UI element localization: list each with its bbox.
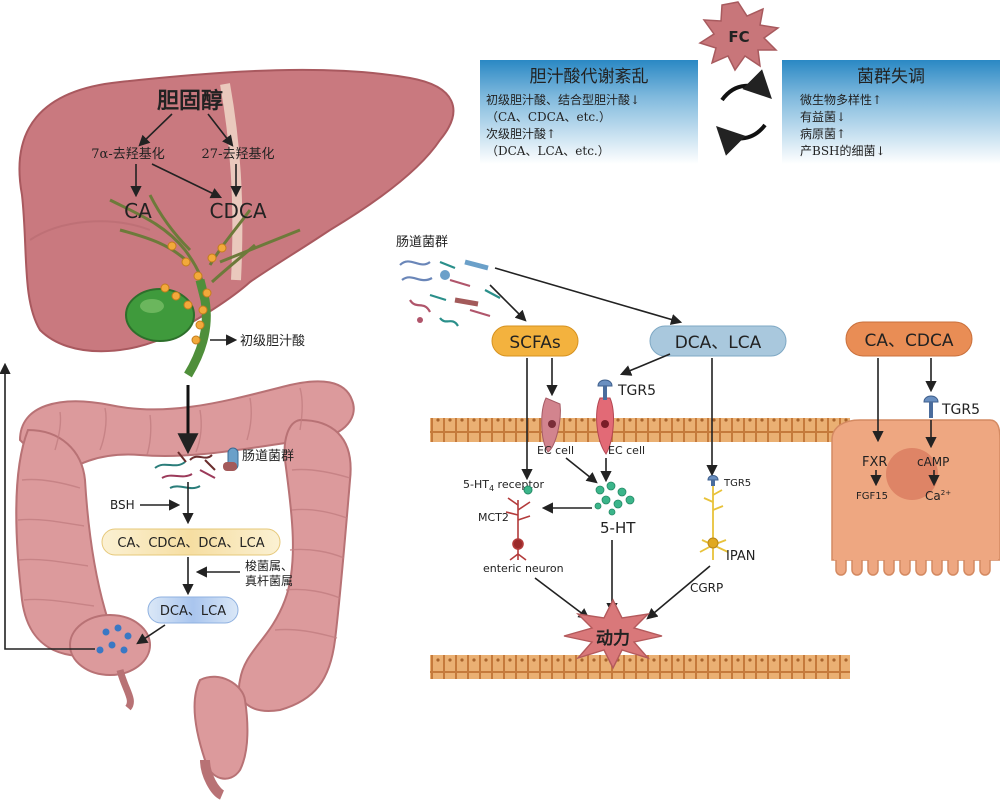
ipan-label: IPAN xyxy=(726,549,755,564)
cell-tgr5-label: TGR5 xyxy=(941,402,980,418)
serotonin-dots xyxy=(594,481,635,516)
tgr5-receptor-icon xyxy=(597,379,613,400)
dysbiosis-line-1: 微生物多样性↑ xyxy=(800,92,882,107)
bile-acid-line-1: 初级胆汁酸、结合型胆汁酸↓ xyxy=(486,92,640,107)
cycle-arrow-bottom xyxy=(716,123,767,156)
arrow-chol-to-7a xyxy=(138,113,173,147)
calcium-label: Ca2+ xyxy=(925,489,951,503)
motility-label: 动力 xyxy=(596,628,630,649)
tgr5-label: TGR5 xyxy=(617,383,656,399)
ca-cdca-label: CA、CDCA xyxy=(865,331,954,351)
motility-star: 动力 xyxy=(563,598,663,670)
epithelium-top xyxy=(430,418,850,442)
cell-tgr5-receptor-icon xyxy=(923,395,939,418)
arrow-7a-to-cdca xyxy=(151,163,223,199)
fxr-label: FXR xyxy=(862,455,887,470)
tgr5-small-label: TGR5 xyxy=(723,478,751,489)
enteric-neuron-label: enteric neuron xyxy=(483,562,564,575)
scfas-label: SCFAs xyxy=(509,333,561,353)
bile-acid-disorder-title: 胆汁酸代谢紊乱 xyxy=(530,67,649,87)
fc-label: FC xyxy=(728,28,749,46)
ipan-neuron xyxy=(699,475,729,560)
ec-cell-1-label: EC cell xyxy=(537,444,574,457)
arrow-to-cecum xyxy=(136,624,166,645)
dysbiosis-line-4: 产BSH的细菌↓ xyxy=(800,143,886,158)
camp-label: cAMP xyxy=(917,455,949,469)
primary-ba-pill-label: CA、CDCA、DCA、LCA xyxy=(117,536,264,551)
5ht4-receptor-icon xyxy=(523,485,533,495)
7a-dehydroxylation-label: 7α-去羟基化 xyxy=(91,147,164,162)
colon-microbiota-label: 肠道菌群 xyxy=(242,449,294,464)
cgrp-label: CGRP xyxy=(690,581,723,595)
bacteria-label-1: 梭菌属、 xyxy=(245,558,293,573)
ca-cdca-pill xyxy=(845,321,973,357)
dysbiosis-title: 菌群失调 xyxy=(857,67,925,87)
bile-acid-line-4: （DCA、LCA、etc.） xyxy=(486,144,610,158)
dysbiosis-box xyxy=(782,60,1000,164)
fgf15-label: FGF15 xyxy=(856,491,888,502)
mct2-label: MCT2 xyxy=(478,511,509,524)
dysbiosis-line-2: 有益菌↓ xyxy=(800,110,846,124)
bile-acid-line-2: （CA、CDCA、etc.） xyxy=(486,110,611,124)
arrow-microbiota-to-scfas xyxy=(489,284,527,322)
cholesterol-label: 胆固醇 xyxy=(157,88,223,114)
arrow-chol-to-27 xyxy=(207,113,234,147)
enteric-neuron xyxy=(505,497,531,561)
epithelium-bottom xyxy=(430,655,850,679)
bile-acid-dots xyxy=(160,241,227,345)
arrow-ec1-to-5ht xyxy=(565,457,598,484)
arrow-dca-to-tgr5 xyxy=(619,353,671,376)
ec-cell-2-label: EC cell xyxy=(608,444,645,457)
dca-lca-pill xyxy=(649,325,787,357)
arrow-ipan-to-motility xyxy=(646,565,711,620)
bacteria-label-2: 真杆菌属 xyxy=(245,574,293,588)
bsh-label: BSH xyxy=(110,498,135,512)
middle-microbiota-label: 肠道菌群 xyxy=(396,235,448,250)
dca-lca-label: DCA、LCA xyxy=(675,333,762,353)
secondary-ba-pill xyxy=(147,596,239,624)
colon-microbiota-cluster xyxy=(154,451,216,490)
arrow-microbiota-to-dca-lca xyxy=(494,267,683,325)
bile-acid-disorder-box xyxy=(480,60,698,164)
cell-nucleus xyxy=(886,448,938,500)
enterocyte-cell xyxy=(831,419,1000,576)
secondary-ba-pill-label: DCA、LCA xyxy=(160,604,226,619)
fc-badge: FC xyxy=(698,1,780,72)
gallbladder xyxy=(125,288,195,342)
liver-illustration xyxy=(18,68,455,378)
cdca-label: CDCA xyxy=(209,199,266,223)
ca-label: CA xyxy=(124,199,152,223)
colon-illustration xyxy=(15,380,355,800)
primary-ba-pill xyxy=(101,528,281,556)
enterohepatic-return-arrow xyxy=(0,362,95,650)
serotonin-label: 5-HT xyxy=(600,519,636,537)
27-dehydroxylation-label: 27-去羟基化 xyxy=(202,147,275,162)
bile-acid-line-3: 次级胆汁酸↑ xyxy=(486,126,556,141)
dysbiosis-line-3: 病原菌↑ xyxy=(800,126,846,141)
cycle-arrow-top xyxy=(720,69,772,102)
arrow-neuron-to-motility xyxy=(534,577,590,620)
middle-microbiota-cluster xyxy=(399,259,501,327)
secondary-ba-dots xyxy=(96,624,132,654)
primary-ba-label: 初级胆汁酸 xyxy=(240,334,305,349)
scfas-pill xyxy=(491,325,579,357)
